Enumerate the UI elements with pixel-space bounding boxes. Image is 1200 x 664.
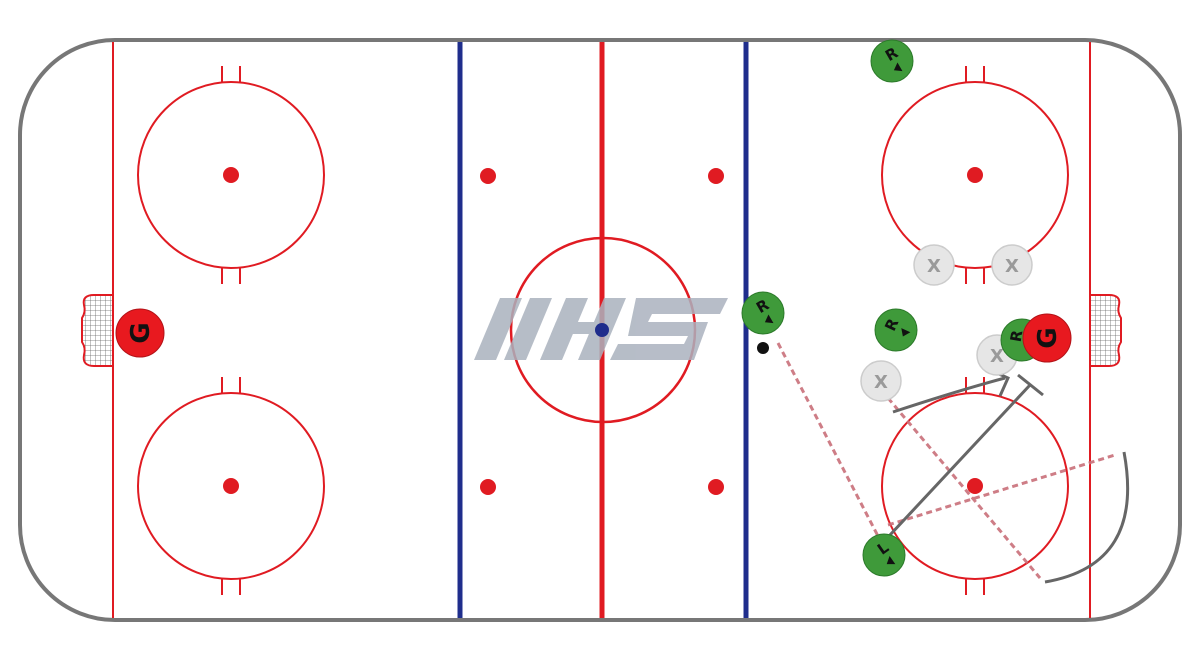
- skate-lines: [888, 368, 1130, 584]
- opponent-token: X: [991, 244, 1033, 286]
- neutral-zone-dot: [708, 168, 724, 184]
- opponent-token: X: [860, 360, 902, 402]
- goal-net-left: [81, 294, 114, 367]
- center-faceoff-dot: [595, 323, 609, 337]
- faceoff-dot: [223, 167, 239, 183]
- goalie-token-right: G: [1022, 313, 1072, 363]
- faceoff-circle-right-top: [881, 66, 1069, 284]
- faceoff-circle-left-top: [137, 66, 325, 284]
- pass-lines: [776, 342, 1116, 579]
- neutral-zone-dot: [480, 168, 496, 184]
- faceoff-circle-right-bottom: [881, 377, 1069, 595]
- goalie-label: G: [126, 322, 156, 343]
- opponent-label: X: [874, 372, 888, 393]
- player-token: R: [874, 308, 918, 352]
- goal-net-right: [1089, 294, 1122, 367]
- player-label: R: [1007, 328, 1027, 343]
- faceoff-dot: [223, 478, 239, 494]
- faceoff-dot: [967, 478, 983, 494]
- goalie-label: G: [1033, 327, 1063, 348]
- opponent-label: X: [1005, 256, 1019, 277]
- neutral-zone-dot: [708, 479, 724, 495]
- opponent-token: X: [913, 244, 955, 286]
- player-token: L: [862, 533, 906, 577]
- opponent-label: X: [927, 256, 941, 277]
- neutral-zone-dot: [480, 479, 496, 495]
- opponent-label: X: [990, 346, 1004, 367]
- player-token: R: [870, 39, 914, 83]
- faceoff-dot: [967, 167, 983, 183]
- goalie-token-left: G: [115, 308, 165, 358]
- player-token: R: [741, 291, 785, 335]
- puck: [757, 342, 769, 354]
- faceoff-circle-left-bottom: [137, 377, 325, 595]
